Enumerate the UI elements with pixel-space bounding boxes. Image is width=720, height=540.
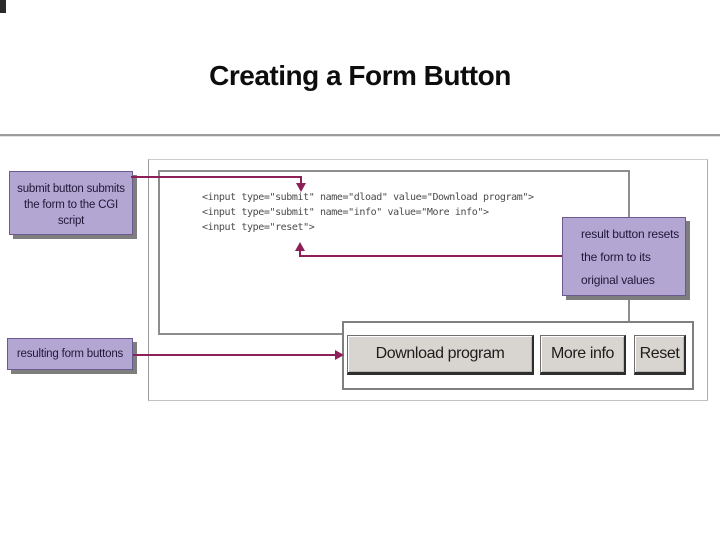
arrow-right-icon bbox=[335, 350, 344, 360]
form-buttons-panel: Download program More info Reset bbox=[342, 321, 694, 390]
download-program-button[interactable]: Download program bbox=[347, 335, 534, 375]
title-divider bbox=[0, 134, 720, 137]
callout-result-line2: the form to its bbox=[581, 250, 651, 264]
code-line-reset: <input type="reset"> bbox=[202, 222, 315, 233]
callout-result-line1: result button resets bbox=[581, 227, 680, 241]
callout-result-button: result button resets the form to its ori… bbox=[562, 217, 686, 296]
corner-artifact bbox=[0, 0, 6, 13]
connector-result-horizontal bbox=[300, 255, 562, 257]
callout-resulting-buttons: resulting form buttons bbox=[7, 338, 133, 370]
code-line-submit-info: <input type="submit" name="info" value="… bbox=[202, 207, 489, 218]
connector-result-vertical bbox=[299, 250, 301, 257]
callout-result-line3: original values bbox=[581, 273, 655, 287]
code-line-submit-dload: <input type="submit" name="dload" value=… bbox=[202, 192, 534, 203]
figure-frame bbox=[148, 159, 708, 401]
more-info-button[interactable]: More info bbox=[540, 335, 626, 375]
callout-submit-line1: submit button submits bbox=[17, 183, 125, 195]
connector-submit-horizontal bbox=[131, 176, 302, 178]
callout-submit-button: submit button submits the form to the CG… bbox=[9, 171, 133, 235]
arrow-down-icon bbox=[296, 183, 306, 192]
callout-resulting-label: resulting form buttons bbox=[16, 348, 124, 360]
callout-submit-line2: the form to the CGI script bbox=[24, 199, 118, 227]
arrow-up-icon bbox=[295, 242, 305, 251]
connector-resulting-horizontal bbox=[133, 354, 336, 356]
page-title: Creating a Form Button bbox=[209, 60, 511, 91]
connector-submit-vertical bbox=[300, 176, 302, 184]
reset-button[interactable]: Reset bbox=[634, 335, 686, 375]
